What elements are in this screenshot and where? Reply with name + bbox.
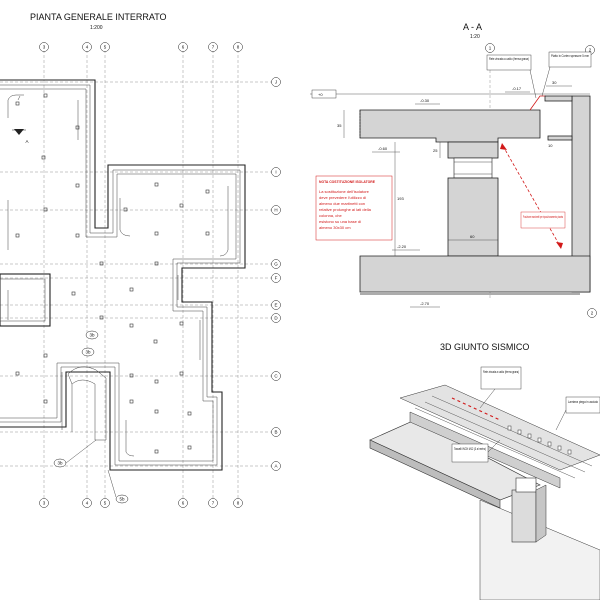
note-box — [315, 175, 393, 241]
axis-right-label: A — [274, 464, 277, 469]
callout-label: 3b — [89, 333, 95, 338]
section-axis-label: 2 — [589, 48, 592, 53]
section-axis-label: 1 — [489, 46, 492, 51]
axis-bottom-label: 6 — [182, 501, 185, 506]
section-axis-label: 2 — [591, 311, 594, 316]
plan-title: PIANTA GENERALE INTERRATO — [30, 12, 167, 22]
section-title: A - A — [463, 22, 482, 32]
dim-label: 10 — [548, 143, 553, 148]
axis-right-label: F — [275, 276, 278, 281]
joint-3d-view: 3D GIUNTO SISMICO Rete zincata a cald — [369, 342, 600, 600]
foundation-slab — [359, 255, 591, 293]
section-view: A - A 1:20 1 2 2 +0 -0.30 — [310, 22, 597, 318]
axis-right-label: H — [274, 208, 277, 213]
section-scale: 1:20 — [470, 34, 480, 40]
plan-columns — [15, 93, 210, 454]
axis-right-label: D — [274, 316, 278, 321]
axis-bottom-label: 7 — [212, 501, 215, 506]
callout-label: 3b — [85, 350, 91, 355]
level-label: -0.60 — [378, 146, 388, 151]
placement-arrow — [502, 145, 561, 247]
plan-scale: 1:200 — [90, 25, 103, 31]
level-label: -0.17 — [512, 86, 522, 91]
section-marker-label: A — [25, 139, 28, 144]
axis-bottom-label: 5 — [104, 501, 107, 506]
note-line: almeno 30x30 cm — [319, 225, 351, 230]
axis-top-label: 7 — [212, 45, 215, 50]
axis-right-bubbles: J I H G F E D C B A — [271, 77, 281, 471]
axis-right-label: C — [274, 374, 278, 379]
axis-top-label: 5 — [104, 45, 107, 50]
axis-top-label: 8 — [237, 45, 240, 50]
joint-slab — [399, 384, 600, 471]
note-line: almeno due martinetti con — [319, 201, 365, 206]
note-line: esistono su una base di — [319, 219, 361, 224]
axis-right-label: I — [275, 170, 276, 175]
axis-right-label: J — [275, 80, 277, 85]
label-placement: Posizione marcinetti per riposizionament… — [523, 214, 563, 219]
detail-callouts: 3b 3b 5b 3b — [53, 330, 129, 504]
ramp — [67, 366, 107, 441]
note-title: NOTA COSTITUZIONE ISOLATORE — [319, 179, 375, 184]
axis-bottom-bubbles: 3 4 5 6 7 8 — [39, 498, 243, 508]
label-steel-sheet: Lamiera piega in acciaio — [568, 399, 599, 404]
level-label: -0.30 — [420, 98, 430, 103]
note-line: deve prevedere l'utilizzo di — [319, 195, 366, 200]
note-line: relative prolunghe ai lati della — [319, 207, 372, 212]
axis-bottom-label: 8 — [237, 501, 240, 506]
callout-label: 5b — [119, 497, 125, 502]
dim-label: 25 — [433, 148, 438, 153]
upper-slab — [359, 109, 541, 143]
dim-label: 30 — [552, 80, 557, 85]
axis-right-label: B — [274, 430, 277, 435]
dim-label: 193 — [397, 196, 404, 201]
courtyard — [0, 273, 51, 327]
level-label: -2.70 — [420, 301, 430, 306]
note-line: colonna, che — [319, 213, 342, 218]
section-marker-icon — [14, 129, 24, 135]
label-dowels: Tasselli INOX M12 (3 al metro) — [454, 446, 486, 451]
axis-top-label: 3 — [43, 45, 46, 50]
basement-outline — [0, 79, 246, 471]
label-joint-net: Rete zincata a caldo (ferma grana) — [483, 369, 519, 374]
axis-top-bubbles: 3 4 5 6 7 8 — [39, 42, 243, 52]
label-corten-plate: Piatto in Corten spessore 5 mm — [551, 53, 589, 58]
column-pier — [447, 177, 499, 257]
axis-right-label: E — [274, 303, 277, 308]
joint-title: 3D GIUNTO SISMICO — [440, 342, 529, 352]
callout-label: 3b — [57, 461, 63, 466]
label-zinc-net: Rete zincata a caldo (ferma grana) — [489, 56, 529, 61]
joint-pier — [511, 489, 537, 543]
dim-label: 35 — [337, 123, 342, 128]
level-label: -2.20 — [397, 244, 407, 249]
axis-bottom-label: 4 — [86, 501, 89, 506]
plan-view: PIANTA GENERALE INTERRATO 1:200 3 4 — [0, 12, 281, 508]
note-line: La sostituzione dell'isolatore — [319, 189, 370, 194]
axis-right-label: G — [274, 262, 278, 267]
level-label: +0 — [318, 92, 323, 97]
joint-net-red — [451, 397, 501, 421]
column-cap — [447, 141, 499, 159]
axis-top-label: 6 — [182, 45, 185, 50]
axis-bottom-label: 3 — [43, 501, 46, 506]
axis-top-label: 4 — [86, 45, 89, 50]
dim-label: 60 — [470, 234, 475, 239]
seismic-isolator — [453, 157, 493, 179]
